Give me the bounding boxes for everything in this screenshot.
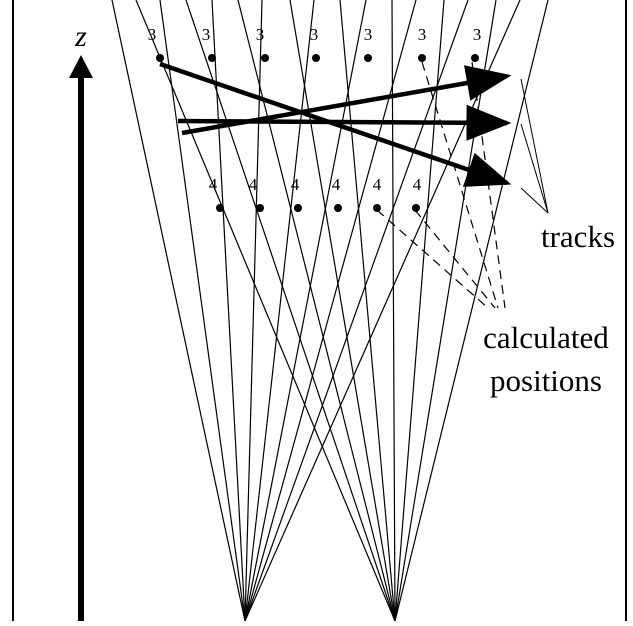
projection-ray — [244, 0, 521, 622]
calculated-position-dot — [256, 204, 264, 212]
tracks-label: tracks — [541, 219, 615, 254]
calculated-position-dot — [364, 54, 372, 62]
calculated-position-dot — [208, 54, 216, 62]
marker-label: 4 — [249, 175, 258, 194]
leader-line — [376, 209, 489, 309]
marker-row-top: 3 3 3 3 3 3 3 — [148, 25, 482, 62]
particle-tracks — [159, 61, 512, 187]
track-arrow — [177, 104, 512, 141]
marker-label: 4 — [291, 175, 300, 194]
z-axis-label: z — [74, 20, 87, 53]
projection-ray — [244, 0, 315, 622]
calculated-leaders — [376, 61, 506, 309]
projection-ray — [289, 0, 396, 622]
leader-line — [520, 78, 549, 214]
projection-ray — [244, 0, 469, 622]
z-axis: z — [69, 20, 93, 621]
calculated-position-dot — [471, 54, 479, 62]
leader-line — [414, 209, 496, 309]
marker-label: 4 — [332, 175, 341, 194]
projection-ray — [237, 0, 396, 622]
track-arrow — [181, 65, 512, 136]
marker-label: 3 — [418, 25, 427, 44]
marker-label: 3 — [202, 25, 211, 44]
projection-ray — [394, 0, 549, 622]
leader-line — [520, 187, 549, 214]
calculated-label-line2: positions — [490, 363, 602, 398]
calculated-position-dot — [294, 204, 302, 212]
calculated-position-dot — [261, 54, 269, 62]
projection-ray — [111, 0, 246, 622]
calculated-label-line1: calculated — [483, 320, 609, 355]
calculated-position-dot — [373, 204, 381, 212]
projection-ray — [391, 0, 396, 622]
leader-line — [421, 61, 499, 309]
calculated-position-dot — [312, 54, 320, 62]
projection-ray — [135, 0, 396, 622]
projection-ray — [244, 0, 263, 622]
tracks-leaders — [520, 78, 549, 214]
projection-rays — [111, 0, 549, 622]
projection-ray — [244, 0, 417, 622]
marker-label: 3 — [364, 25, 373, 44]
marker-label: 3 — [310, 25, 319, 44]
projection-ray — [185, 0, 396, 622]
leader-line — [471, 61, 506, 309]
calculated-position-dot — [334, 204, 342, 212]
calculated-position-dot — [216, 204, 224, 212]
calculated-position-dot — [156, 54, 164, 62]
z-axis-arrowhead — [69, 55, 93, 78]
marker-label: 3 — [473, 25, 482, 44]
marker-row-bottom: 4 4 4 4 4 4 — [209, 175, 422, 212]
projection-ray — [339, 0, 396, 622]
projection-ray — [394, 0, 445, 622]
calculated-position-dot — [418, 54, 426, 62]
marker-label: 4 — [413, 175, 422, 194]
calculated-position-dot — [412, 204, 420, 212]
marker-label: 4 — [373, 175, 382, 194]
projection-ray — [394, 0, 497, 622]
marker-label: 4 — [209, 175, 218, 194]
projection-ray — [159, 0, 246, 622]
marker-label: 3 — [148, 25, 157, 44]
projection-ray — [211, 0, 246, 622]
leader-line — [520, 123, 549, 214]
marker-label: 3 — [256, 25, 265, 44]
